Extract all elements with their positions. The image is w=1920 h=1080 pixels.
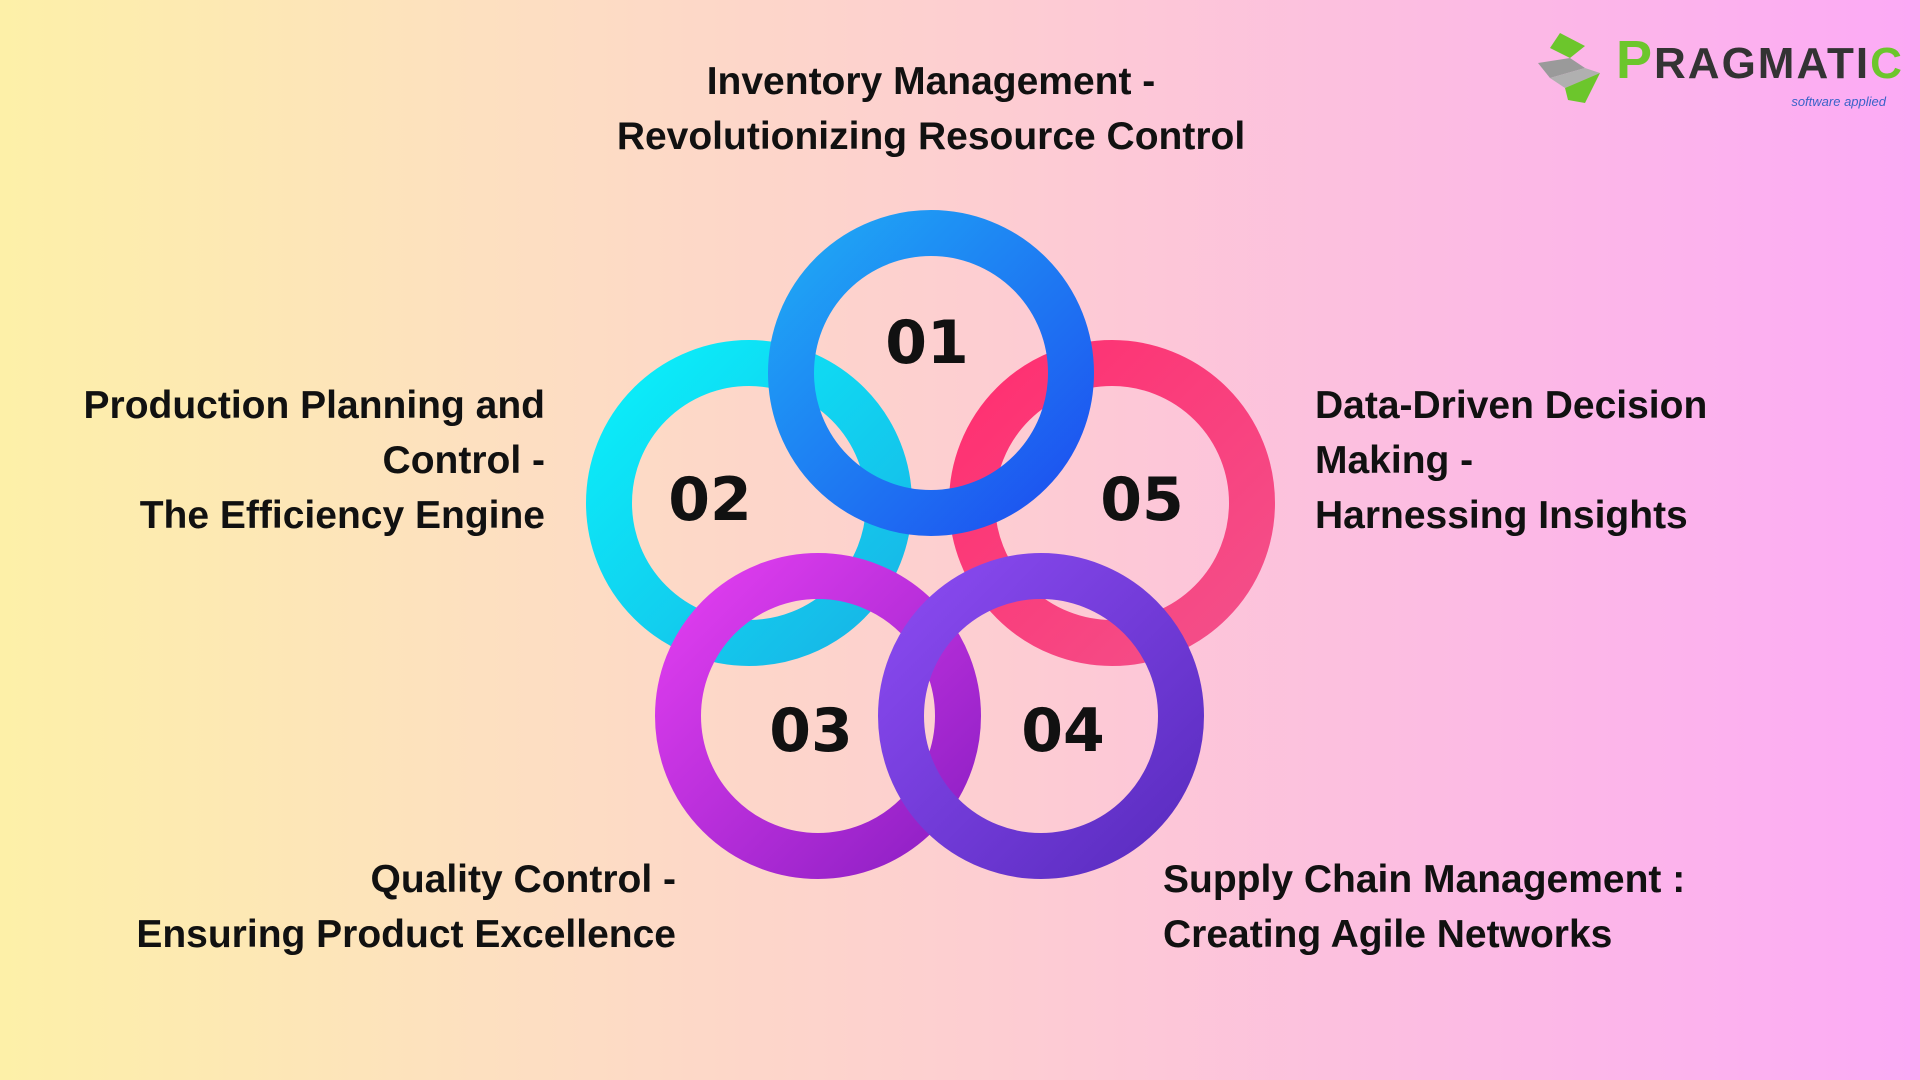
number-05: 05 <box>1100 465 1184 535</box>
number-04: 04 <box>1021 696 1105 766</box>
ring-01 <box>768 210 1094 536</box>
ring-04 <box>878 553 1204 879</box>
ring-03 <box>655 553 981 879</box>
number-02: 02 <box>668 465 752 535</box>
item-04-title: Supply Chain Management :Creating Agile … <box>1163 858 1686 956</box>
number-03: 03 <box>769 696 853 766</box>
logo-mark-icon <box>1538 33 1600 103</box>
number-01: 01 <box>885 308 969 378</box>
logo-tagline: software applied <box>1791 94 1886 109</box>
item-01-title: Inventory Management -Revolutionizing Re… <box>616 60 1246 158</box>
item-03-title: Quality Control -Ensuring Product Excell… <box>136 858 676 956</box>
pragmatic-logo: PRAGMATIC software applied <box>1530 24 1902 124</box>
logo-wordmark: PRAGMATIC <box>1616 30 1904 90</box>
